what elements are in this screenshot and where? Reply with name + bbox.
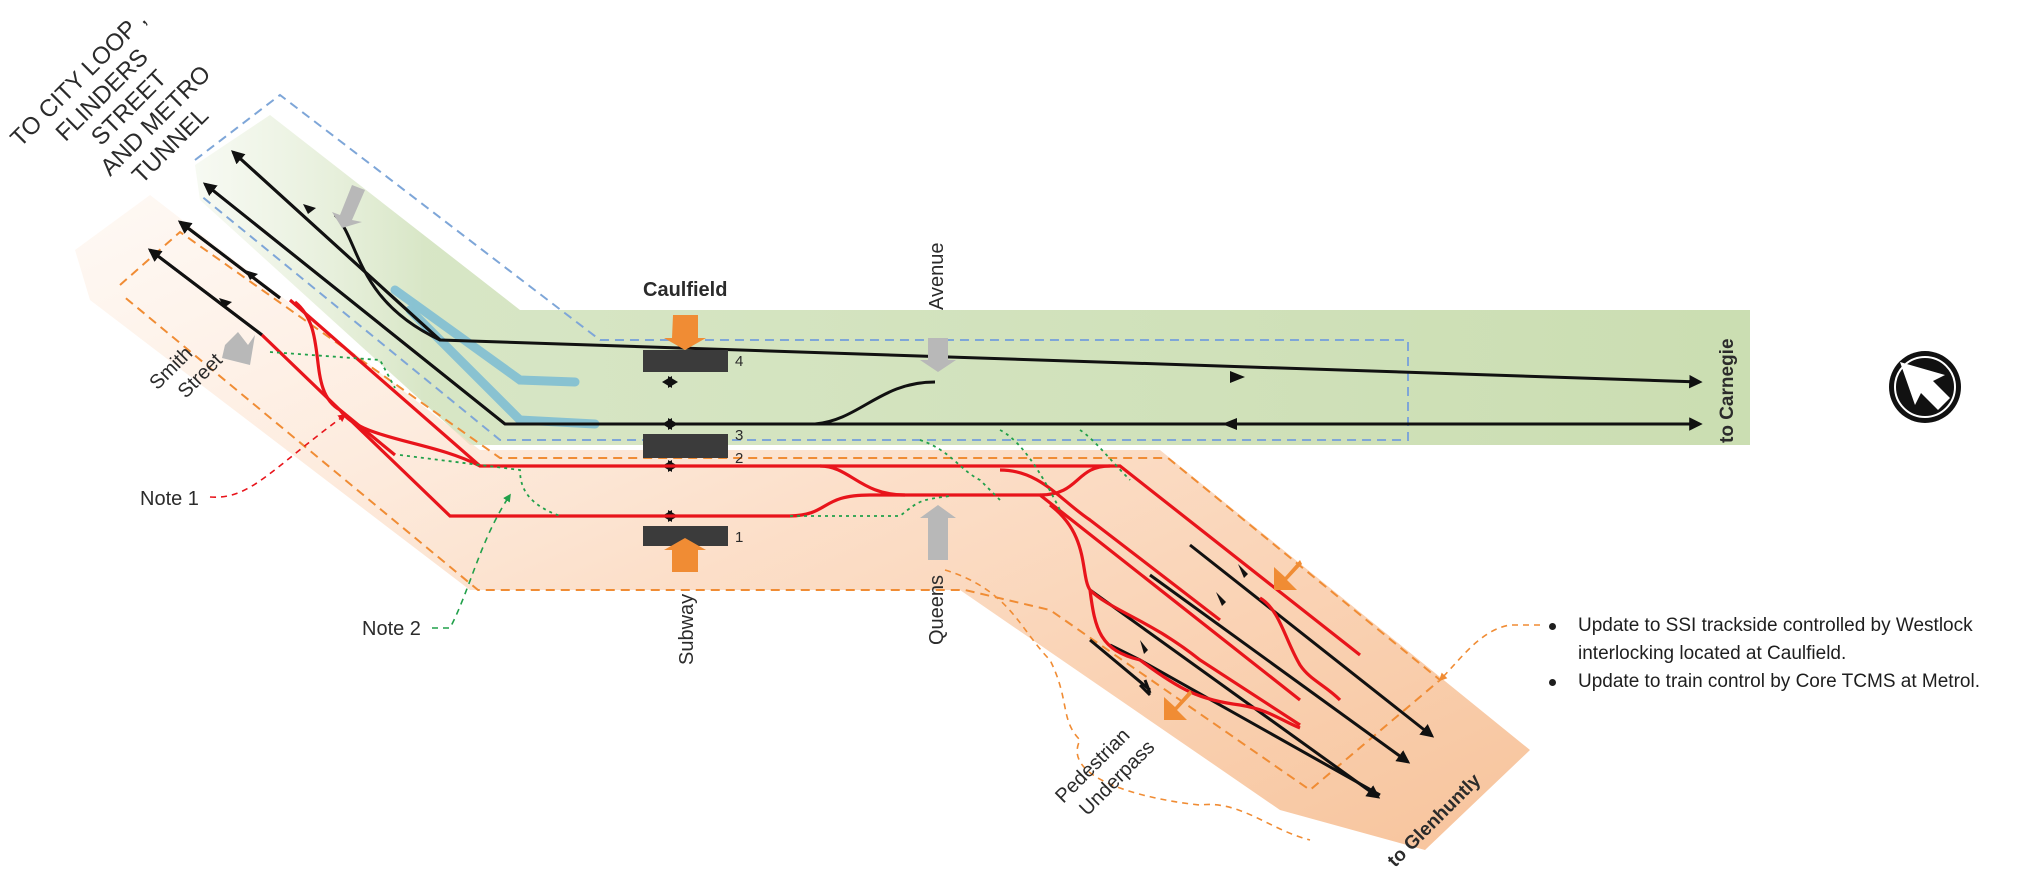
crossover-avenue [814, 380, 936, 426]
track-b-start [202, 182, 506, 426]
red-ladder-b [1039, 464, 1111, 497]
to-carnegie-label: to Carnegie [1717, 338, 1738, 443]
track-a-start [231, 150, 442, 342]
avenue-access-arrow [920, 338, 956, 372]
red-branch-east [1088, 588, 1301, 727]
platform-1 [643, 526, 728, 546]
subway-label: Subway [676, 594, 698, 665]
red-ladder-c [999, 468, 1221, 622]
access-arrows [222, 185, 1302, 720]
note2-dotted-tracks [269, 351, 1131, 517]
subway-access-arrow [664, 538, 706, 572]
notes-list: Update to SSI trackside controlled by We… [1538, 612, 2038, 696]
siding-stub [1089, 638, 1151, 692]
green-corridor [195, 115, 1750, 445]
caulfield-label: Caulfield [643, 279, 727, 301]
queens-label: Queens [926, 575, 948, 645]
platforms: 4 3 2 1 [643, 350, 743, 546]
avenue-label: Avenue [926, 243, 948, 310]
red-glen-switch [1259, 596, 1342, 702]
underpass-access-arrow [1164, 690, 1192, 720]
queens-access-arrow [920, 505, 956, 560]
red-siding [1139, 658, 1301, 730]
red-crossover-2 [338, 409, 481, 468]
glen-track-2 [1149, 573, 1411, 764]
pedestrian-underpass-label: Pedestrian Underpass [1051, 724, 1159, 820]
note2-label: Note 2 [362, 618, 421, 640]
red-ladder-a [819, 464, 906, 497]
orange-corridor [75, 195, 1530, 850]
compass-icon: N [1889, 351, 1961, 423]
note-item: Update to SSI trackside controlled by We… [1538, 612, 2038, 668]
smith-access-arrow [222, 332, 255, 365]
platform-2-label: 2 [735, 450, 743, 467]
platform-3-label: 3 [735, 427, 743, 444]
red-crossover-1 [293, 300, 397, 457]
platform-3-2 [643, 434, 728, 458]
note2-leader [432, 493, 511, 629]
notes-leader [1438, 624, 1540, 682]
caulfield-access-arrow [664, 315, 706, 350]
existing-tracks [147, 150, 1703, 799]
note1-label: Note 1 [140, 488, 199, 510]
glen-access-arrow [1274, 560, 1302, 590]
platform-1-label: 1 [735, 529, 743, 546]
note1-leader [209, 414, 347, 498]
blue-boundary [194, 93, 1409, 441]
new-tracks [260, 298, 1361, 730]
platform-4-label: 4 [735, 353, 743, 370]
platform-4 [643, 350, 728, 372]
red-link [789, 493, 1301, 702]
glen-track-1 [1189, 543, 1435, 738]
underpass-route [944, 569, 1311, 841]
direction-arrows [219, 204, 1248, 654]
note-item: Update to train control by Core TCMS at … [1538, 668, 2038, 696]
glen-track-3 [1089, 588, 1381, 799]
top-access-arrow [332, 185, 365, 228]
red-track-platform2 [288, 298, 1361, 657]
